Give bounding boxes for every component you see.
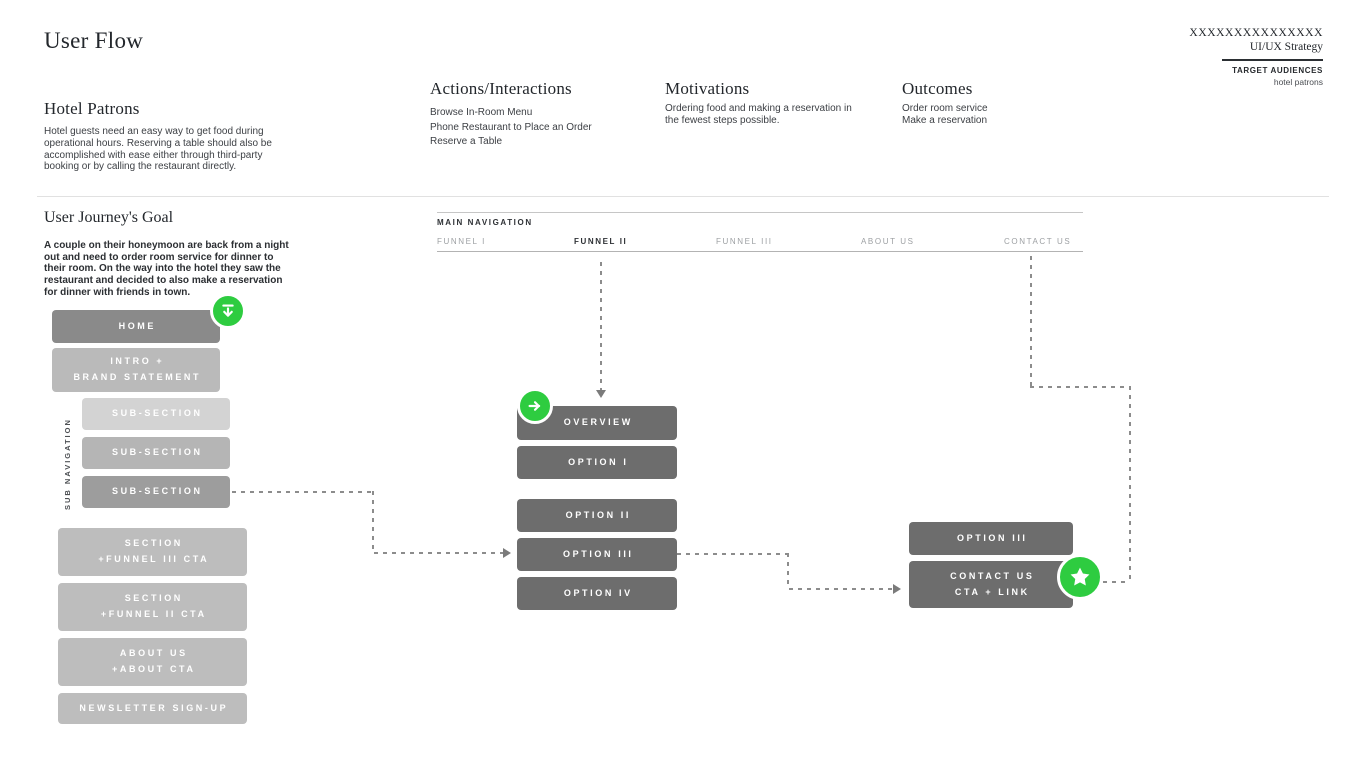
node-sub-section-3: SUB-SECTION xyxy=(82,476,230,508)
connector-subsection-option3-c xyxy=(374,552,504,554)
arrowhead-right-contact-cta xyxy=(893,584,901,594)
star-icon xyxy=(1057,554,1103,600)
outcomes-list: Order room service Make a reservation xyxy=(902,103,988,128)
actions-title: Actions/Interactions xyxy=(430,79,572,98)
node-section-funnel-2-cta: SECTION +FUNNEL II CTA xyxy=(58,583,247,631)
arrowhead-right-option3 xyxy=(503,548,511,558)
connector-subsection-option3-b xyxy=(372,491,374,553)
main-nav-top-rule xyxy=(437,212,1083,213)
target-audiences-label: TARGET AUDIENCES xyxy=(1232,66,1323,75)
outcomes-title: Outcomes xyxy=(902,79,973,98)
node-sub-section-1: SUB-SECTION xyxy=(82,398,230,430)
node-option-2: OPTION II xyxy=(517,499,677,532)
nav-item-contact-us: CONTACT US xyxy=(1004,237,1072,246)
outcome-item: Make a reservation xyxy=(902,115,988,127)
action-item: Browse In-Room Menu xyxy=(430,107,533,118)
connector-contactnav-goal-c xyxy=(1129,386,1131,582)
persona-description: Hotel guests need an easy way to get foo… xyxy=(44,126,272,173)
arrowhead-down-overview xyxy=(596,390,606,398)
nav-item-funnel-2: FUNNEL II xyxy=(574,237,628,246)
connector-subsection-option3-a xyxy=(232,491,374,493)
outcome-item: Order room service xyxy=(902,103,988,114)
target-audiences-value: hotel patrons xyxy=(1273,77,1323,87)
nav-item-about-us: ABOUT US xyxy=(861,237,915,246)
right-arrow-icon xyxy=(517,388,553,424)
connector-funnel2-overview xyxy=(600,262,602,390)
node-option-3: OPTION III xyxy=(517,538,677,571)
action-item: Phone Restaurant to Place an Order xyxy=(430,121,592,133)
motivations-title: Motivations xyxy=(665,79,750,98)
main-navigation-label: MAIN NAVIGATION xyxy=(437,218,533,227)
persona-title: Hotel Patrons xyxy=(44,99,140,118)
connector-contactnav-goal-d xyxy=(1103,581,1130,583)
sub-navigation-label: SUB NAVIGATION xyxy=(63,418,72,510)
node-option-4: OPTION IV xyxy=(517,577,677,610)
connector-contactnav-goal-a xyxy=(1030,256,1032,387)
actions-list: Browse In-Room Menu Phone Restaurant to … xyxy=(430,106,592,150)
main-nav-bottom-rule xyxy=(437,251,1083,252)
down-arrow-from-bar-icon xyxy=(210,293,246,329)
brand-name: XXXXXXXXXXXXXXX xyxy=(1189,27,1323,39)
journey-goal-title: User Journey's Goal xyxy=(44,209,174,226)
action-item: Reserve a Table xyxy=(430,136,503,147)
connector-option3-contact-b xyxy=(787,553,789,589)
node-about-us-cta: ABOUT US +ABOUT CTA xyxy=(58,638,247,686)
node-intro-brand-statement: INTRO + BRAND STATEMENT xyxy=(52,348,220,392)
journey-goal-description: A couple on their honeymoon are back fro… xyxy=(44,240,289,298)
node-home: HOME xyxy=(52,310,220,343)
page-title: User Flow xyxy=(44,28,144,53)
node-option-3-right: OPTION III xyxy=(909,522,1073,555)
node-newsletter-sign-up: NEWSLETTER SIGN-UP xyxy=(58,693,247,724)
node-option-1: OPTION I xyxy=(517,446,677,479)
header-rule xyxy=(1222,59,1323,61)
connector-option3-contact-a xyxy=(677,553,789,555)
discipline-label: UI/UX Strategy xyxy=(1249,41,1323,53)
node-contact-us-cta-link: CONTACT US CTA + LINK xyxy=(909,561,1073,608)
connector-option3-contact-c xyxy=(789,588,893,590)
nav-item-funnel-1: FUNNEL I xyxy=(437,237,486,246)
section-divider xyxy=(37,196,1329,197)
node-section-funnel-3-cta: SECTION +FUNNEL III CTA xyxy=(58,528,247,576)
motivations-description: Ordering food and making a reservation i… xyxy=(665,103,852,127)
nav-item-funnel-3: FUNNEL III xyxy=(716,237,773,246)
connector-contactnav-goal-b xyxy=(1030,386,1131,388)
node-sub-section-2: SUB-SECTION xyxy=(82,437,230,469)
